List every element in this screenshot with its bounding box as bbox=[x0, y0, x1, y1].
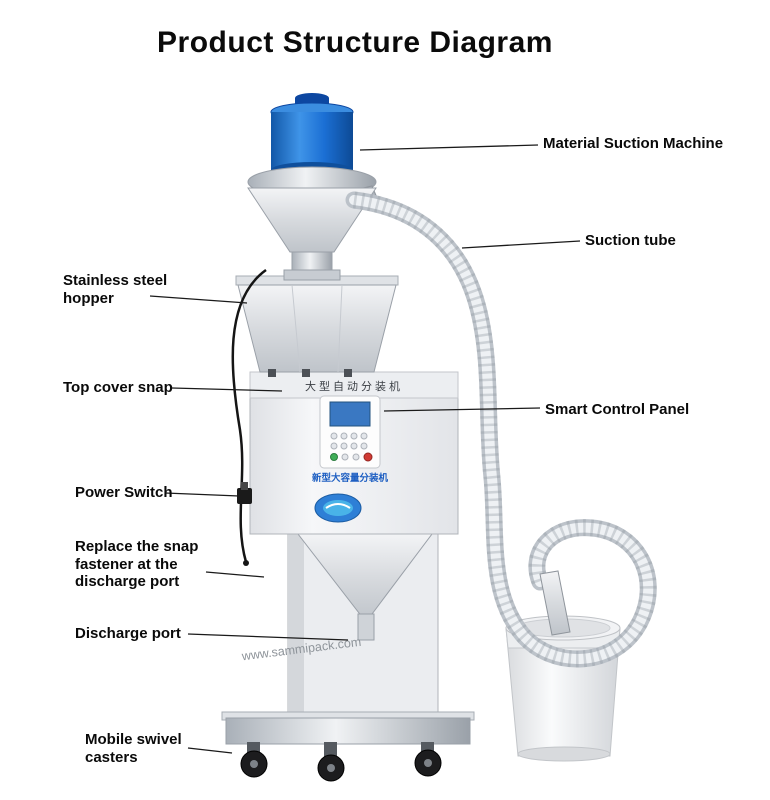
discharge-funnel bbox=[296, 533, 433, 641]
machine-header-text: 大型自动分装机 bbox=[305, 379, 403, 393]
panel-model-text: 新型大容量分装机 bbox=[312, 472, 389, 484]
leader-replace-snap bbox=[205, 571, 265, 578]
label-stainless-steel-hopper: Stainless steel hopper bbox=[63, 272, 168, 307]
caster-wheel bbox=[414, 742, 442, 777]
filling-machine: 大型自动分装机 bbox=[221, 93, 475, 782]
smart-control-panel: 新型大容量分装机 bbox=[312, 395, 389, 484]
label-top-cover-snap: Top cover snap bbox=[63, 379, 173, 396]
label-discharge-port: Discharge port bbox=[75, 625, 181, 642]
material-bucket bbox=[505, 615, 621, 762]
brand-logo bbox=[314, 493, 362, 523]
label-suction-tube: Suction tube bbox=[585, 232, 676, 249]
suction-tube bbox=[345, 191, 657, 668]
hose-nozzle bbox=[539, 570, 571, 636]
leader-suction-tube bbox=[461, 240, 581, 249]
panel-screen bbox=[329, 401, 371, 427]
leader-stainless-hopper bbox=[149, 295, 248, 304]
base-and-casters bbox=[221, 711, 475, 782]
material-suction-machine bbox=[247, 93, 379, 281]
label-power-switch: Power Switch bbox=[75, 484, 173, 501]
power-cable bbox=[231, 268, 267, 563]
label-mobile-swivel-casters: Mobile swivel casters bbox=[85, 731, 182, 766]
caster-wheel bbox=[240, 742, 268, 778]
power-switch bbox=[237, 482, 252, 504]
top-cover-snap bbox=[268, 369, 352, 377]
caster-wheel bbox=[317, 742, 345, 782]
discharge-port bbox=[357, 613, 375, 641]
callout-lines bbox=[149, 144, 581, 754]
leader-discharge-port bbox=[187, 633, 349, 641]
panel-keypad bbox=[330, 432, 373, 462]
leader-smart-control-panel bbox=[383, 407, 541, 412]
label-smart-control-panel: Smart Control Panel bbox=[545, 401, 690, 418]
label-replace-snap-fastener: Replace the snap fastener at the dischar… bbox=[75, 538, 199, 591]
page-title: Product Structure Diagram bbox=[157, 26, 553, 59]
leader-power-switch bbox=[164, 492, 240, 497]
label-material-suction-machine: Material Suction Machine bbox=[543, 135, 724, 152]
leader-top-cover-snap bbox=[171, 387, 283, 392]
stainless-steel-hopper bbox=[235, 275, 399, 377]
leader-material-suction-machine bbox=[359, 144, 539, 151]
leader-mobile-casters bbox=[187, 747, 233, 754]
cable-plug bbox=[243, 560, 249, 566]
